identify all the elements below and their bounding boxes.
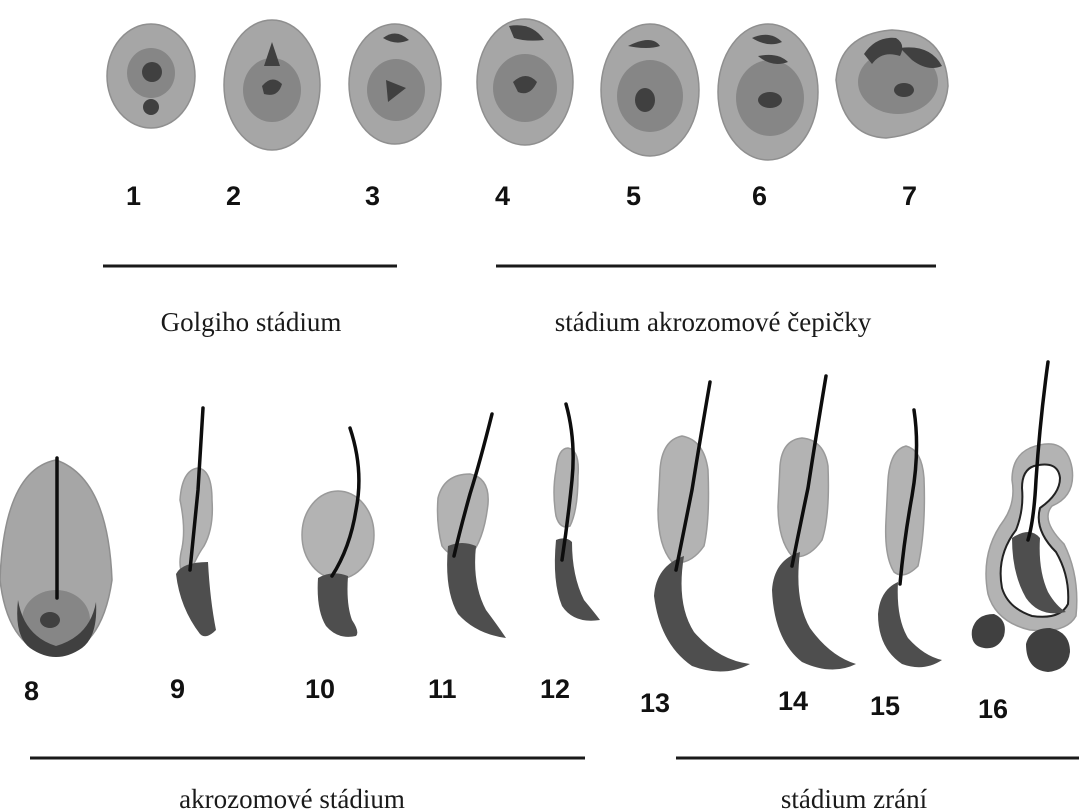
stage-number-14: 14 bbox=[778, 686, 808, 716]
cell-stage-3 bbox=[349, 24, 441, 144]
stage-number-3: 3 bbox=[365, 181, 380, 211]
caption-maturation-stage: stádium zrání bbox=[781, 784, 928, 812]
caption-cap-stage: stádium akrozomové čepičky bbox=[555, 307, 872, 337]
cell-stage-8 bbox=[0, 458, 112, 657]
cell-stage-7 bbox=[836, 30, 948, 138]
stage-number-5: 5 bbox=[626, 181, 641, 211]
cell-stage-11 bbox=[438, 414, 507, 638]
stage-number-11: 11 bbox=[428, 674, 457, 704]
stage-number-6: 6 bbox=[752, 181, 767, 211]
cell-stage-16 bbox=[972, 362, 1077, 672]
cell-stage-14 bbox=[772, 376, 856, 670]
caption-golgi-stage: Golgiho stádium bbox=[161, 307, 342, 337]
cell-stage-9 bbox=[176, 408, 216, 636]
cell-stage-6 bbox=[718, 24, 818, 160]
cell-stage-4 bbox=[477, 19, 573, 145]
cell-stage-2 bbox=[224, 20, 320, 150]
stage-number-13: 13 bbox=[640, 688, 670, 718]
cell-stage-1 bbox=[107, 24, 195, 128]
stage-number-7: 7 bbox=[902, 181, 917, 211]
caption-acrosome-stage: akrozomové stádium bbox=[179, 784, 405, 812]
stage-number-1: 1 bbox=[126, 181, 141, 211]
stage-number-16: 16 bbox=[978, 694, 1008, 724]
cell-stage-15 bbox=[878, 410, 942, 667]
cell-stage-5 bbox=[601, 24, 699, 156]
stage-number-9: 9 bbox=[170, 674, 185, 704]
stage-number-2: 2 bbox=[226, 181, 241, 211]
stage-number-10: 10 bbox=[305, 674, 335, 704]
stage-number-4: 4 bbox=[495, 181, 510, 211]
stage-number-12: 12 bbox=[540, 674, 570, 704]
cell-stage-12 bbox=[554, 404, 600, 621]
cell-stage-10 bbox=[302, 428, 374, 637]
cell-stage-13 bbox=[654, 382, 750, 672]
stage-number-15: 15 bbox=[870, 691, 900, 721]
stage-number-8: 8 bbox=[24, 676, 39, 706]
